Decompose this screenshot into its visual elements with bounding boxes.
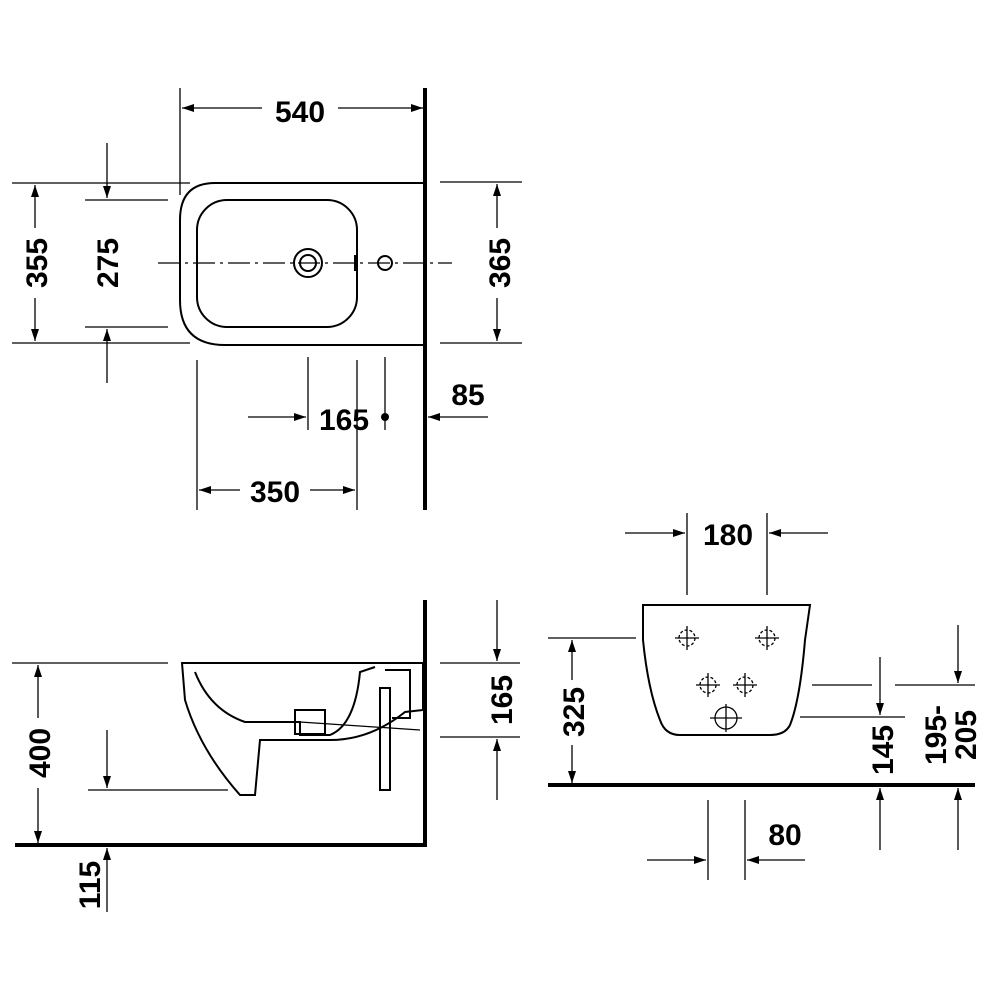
dim-165-side: 165 xyxy=(486,675,519,725)
dim-540: 540 xyxy=(275,96,325,129)
tap-hole-icon xyxy=(293,248,323,278)
overflow-hole-icon xyxy=(377,255,393,271)
dim-180: 180 xyxy=(703,519,753,552)
top-view: 540 355 275 365 165 85 350 xyxy=(12,88,522,510)
dim-355: 355 xyxy=(21,238,54,288)
dim-350: 350 xyxy=(250,476,300,509)
dim-275: 275 xyxy=(92,238,125,288)
dim-400: 400 xyxy=(24,728,57,778)
dim-145: 145 xyxy=(867,725,900,775)
supply-pipe xyxy=(379,687,391,791)
bidet-side-profile xyxy=(180,662,424,796)
bidet-front-outline xyxy=(642,604,812,736)
bidet-outline xyxy=(179,182,425,346)
dim-115: 115 xyxy=(74,861,107,909)
dim-195: 195- xyxy=(920,705,953,765)
fixing-points xyxy=(675,626,779,732)
dim-365: 365 xyxy=(484,238,517,288)
dim-85: 85 xyxy=(451,379,484,412)
dim-80: 80 xyxy=(768,819,801,852)
dim-205: 205 xyxy=(950,710,983,760)
front-view: 180 325 145 195- 205 80 xyxy=(548,513,983,880)
side-view: 400 115 165 xyxy=(12,600,520,912)
dim-325: 325 xyxy=(558,687,591,737)
dim-165-top: 165 xyxy=(319,404,369,437)
